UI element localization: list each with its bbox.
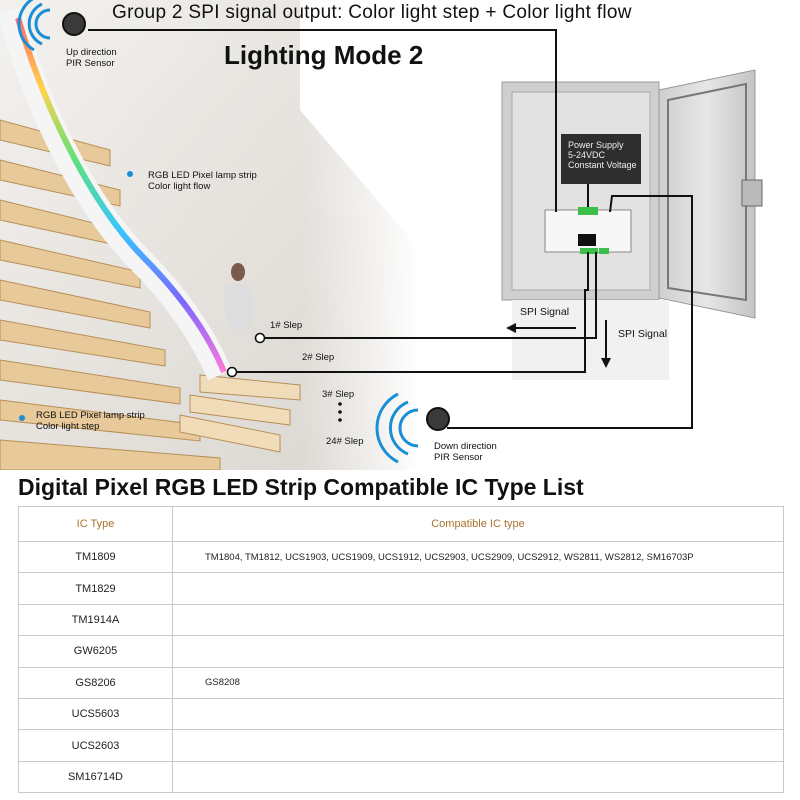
- step-2-label: 2# Slep: [302, 352, 335, 363]
- spi-signal-down-label: SPI Signal: [618, 328, 668, 340]
- compatible-ic-cell: [172, 572, 784, 605]
- down-sensor-label: Down direction PIR Sensor: [434, 441, 497, 463]
- strip-step-label: RGB LED Pixel lamp strip Color light ste…: [36, 410, 145, 432]
- ic-type-cell: TM1914A: [18, 603, 173, 637]
- compatible-ic-cell: [172, 603, 784, 637]
- ic-type-cell: TM1829: [18, 572, 173, 605]
- wires: [88, 29, 693, 429]
- compatible-ic-cell: GS8208: [172, 666, 784, 699]
- strip-flow-label: RGB LED Pixel lamp strip Color light flo…: [148, 170, 257, 192]
- table-row: GW6205: [18, 635, 784, 668]
- signal-waves-icon: [375, 392, 419, 464]
- header-title: Group 2 SPI signal output: Color light s…: [112, 2, 632, 23]
- compatible-ic-cell: [172, 760, 784, 794]
- up-sensor-label: Up direction PIR Sensor: [66, 47, 117, 69]
- power-supply-icon: [561, 134, 641, 184]
- power-supply-label: Power Supply 5-24VDC Constant Voltage: [568, 140, 637, 170]
- compatible-ic-cell: [172, 729, 784, 762]
- compatible-ic-cell: [172, 635, 784, 668]
- ic-type-cell: UCS2603: [18, 729, 173, 762]
- cabinet-icon: [501, 69, 763, 380]
- ic-type-cell: SM16714D: [18, 760, 173, 794]
- table-row: TM1829: [18, 572, 784, 605]
- step-1-label: 1# Slep: [270, 320, 303, 331]
- table-row: SM16714D: [18, 760, 784, 794]
- ic-type-cell: GS8206: [18, 666, 173, 699]
- table-row: UCS5603: [18, 697, 784, 731]
- compatible-ic-cell: TM1804, TM1812, UCS1903, UCS1909, UCS191…: [172, 540, 784, 574]
- table-row: UCS2603: [18, 729, 784, 762]
- pir-sensor-icon: [426, 407, 450, 431]
- table-header-row: IC Type Compatible IC type: [18, 506, 784, 542]
- compatible-ic-cell: [172, 697, 784, 731]
- ic-type-cell: GW6205: [18, 635, 173, 668]
- spi-signal-left-label: SPI Signal: [520, 306, 570, 318]
- header-ic-type: IC Type: [18, 506, 173, 542]
- mode-title: Lighting Mode 2: [224, 40, 424, 70]
- step-3-label: 3# Slep: [322, 389, 355, 400]
- table-row: TM1914A: [18, 603, 784, 637]
- ic-type-cell: UCS5603: [18, 697, 173, 731]
- up-pir-sensor: [17, 0, 86, 52]
- pir-sensor-icon: [62, 12, 86, 36]
- wiring-diagram: [0, 0, 763, 470]
- staircase-photo: [0, 0, 420, 470]
- signal-waves-icon: [17, 0, 51, 52]
- controller-icon: [544, 207, 632, 254]
- header-compatible-ic: Compatible IC type: [172, 506, 784, 542]
- ic-type-cell: TM1809: [18, 540, 173, 574]
- arrows: [506, 323, 611, 368]
- table-title: Digital Pixel RGB LED Strip Compatible I…: [18, 474, 584, 500]
- step-24-label: 24# Slep: [326, 436, 364, 447]
- down-pir-sensor: [375, 392, 450, 464]
